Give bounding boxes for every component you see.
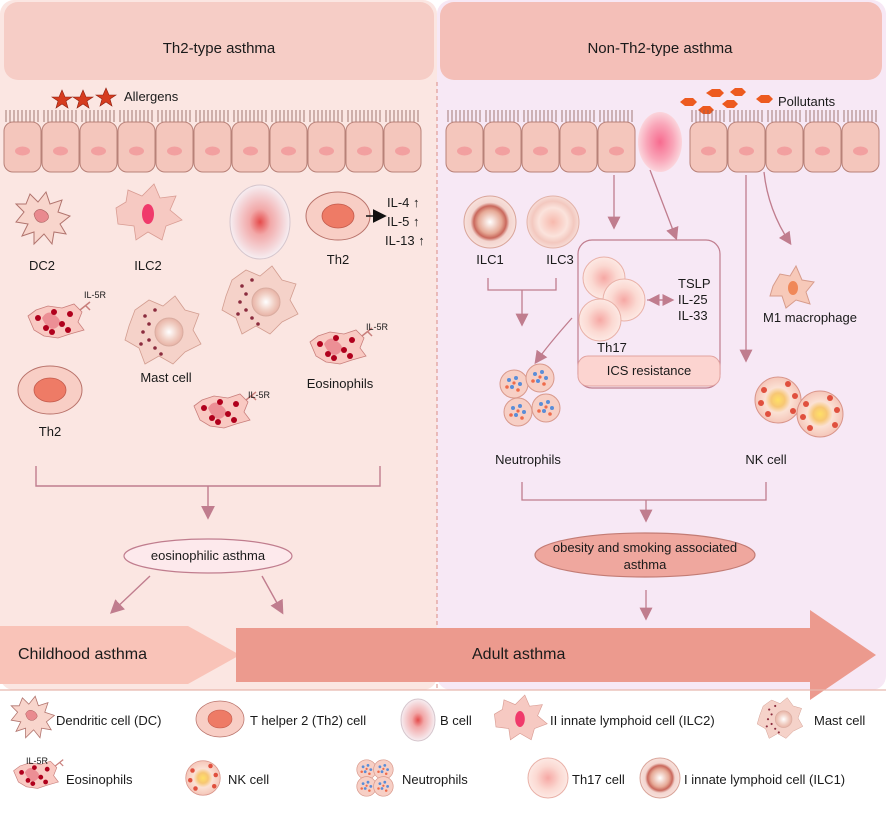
left-panel-title: Th2-type asthma (162, 40, 276, 57)
il5r-badge: IL-5R (248, 390, 271, 400)
ilc3-cell-icon (526, 195, 580, 249)
nk-cell-label: NK cell (745, 452, 787, 467)
allergens-label: Allergens (124, 89, 179, 104)
dc2-label: DC2 (28, 258, 56, 273)
legend-mast-label: Mast cell (814, 713, 866, 728)
th2-bottom-label: Th2 (38, 424, 62, 439)
ilc3-label: ILC3 (546, 252, 574, 267)
th2-top-label: Th2 (326, 252, 350, 267)
m1-macrophage-label: M1 macrophage (763, 310, 857, 325)
th2-cell-icon (17, 365, 83, 415)
b-cell-icon (229, 184, 291, 260)
obesity-smoking-label-line1: obesity and smoking associated (552, 540, 738, 555)
legend-il5r-badge: IL-5R (26, 756, 49, 766)
childhood-asthma-label: Childhood asthma (18, 646, 147, 663)
left-header-bar (4, 2, 434, 80)
th2-cell-icon (305, 191, 371, 241)
right-panel-bg (437, 0, 886, 690)
legend-neutrophils-label: Neutrophils (402, 772, 468, 787)
epithelium-right (445, 109, 880, 173)
legend-ilc1-label: I innate lymphoid cell (ILC1) (684, 772, 846, 787)
legend-nk-label: NK cell (228, 772, 270, 787)
pollutants-label: Pollutants (778, 94, 836, 109)
th17-cell-icon (578, 298, 622, 342)
legend-ilc2-label: II innate lymphoid cell (ILC2) (550, 713, 715, 728)
neutrophils-label: Neutrophils (495, 452, 561, 467)
obesity-smoking-label-line2: asthma (623, 557, 667, 572)
legend-th2-label: T helper 2 (Th2) cell (250, 713, 367, 728)
ics-resistance-label: ICS resistance (606, 363, 692, 378)
ilc1-cell-icon (463, 195, 517, 249)
ilc2-label: ILC2 (134, 258, 162, 273)
legend-icons (10, 694, 804, 799)
obesity-smoking-oval (534, 532, 756, 578)
legend-dc-label: Dendritic cell (DC) (56, 713, 162, 728)
th17-box (577, 239, 721, 389)
il33-label: IL-33 (678, 308, 708, 323)
il5-label: IL-5 ↑ (387, 214, 420, 229)
pollutant-particles (680, 88, 773, 114)
eosinophils-label: Eosinophils (306, 376, 374, 391)
to-childhood-arrow (109, 575, 151, 614)
left-convergence-lines (35, 466, 381, 520)
il5r-badge: IL-5R (366, 322, 389, 332)
il13-label: IL-13 ↑ (385, 233, 425, 248)
right-pathway-arrows (487, 169, 792, 621)
left-panel-bg (0, 0, 437, 690)
il4-label: IL-4 ↑ (387, 195, 420, 210)
childhood-asthma-arrow (0, 626, 240, 684)
th17-label: Th17 (597, 340, 627, 355)
ilc1-label: ILC1 (476, 252, 504, 267)
adult-asthma-label: Adult asthma (472, 646, 566, 663)
eosinophilic-asthma-label: eosinophilic asthma (150, 548, 266, 563)
adult-asthma-arrow (236, 610, 876, 700)
legend-eosinophils-label: Eosinophils (66, 772, 133, 787)
il25-label: IL-25 (678, 292, 708, 307)
to-adult-arrow (261, 575, 284, 615)
legend-th17-label: Th17 cell (572, 772, 625, 787)
il5r-badge: IL-5R (84, 290, 107, 300)
eosinophilic-asthma-oval (123, 538, 293, 574)
mast-cell-label: Mast cell (140, 370, 192, 385)
allergen-stars (51, 87, 117, 109)
ics-resistance-box (577, 355, 721, 387)
tslp-label: TSLP (678, 276, 711, 291)
right-header-bar (440, 2, 882, 80)
legend-bcell-label: B cell (440, 713, 472, 728)
right-panel-title: Non-Th2-type asthma (587, 40, 733, 57)
